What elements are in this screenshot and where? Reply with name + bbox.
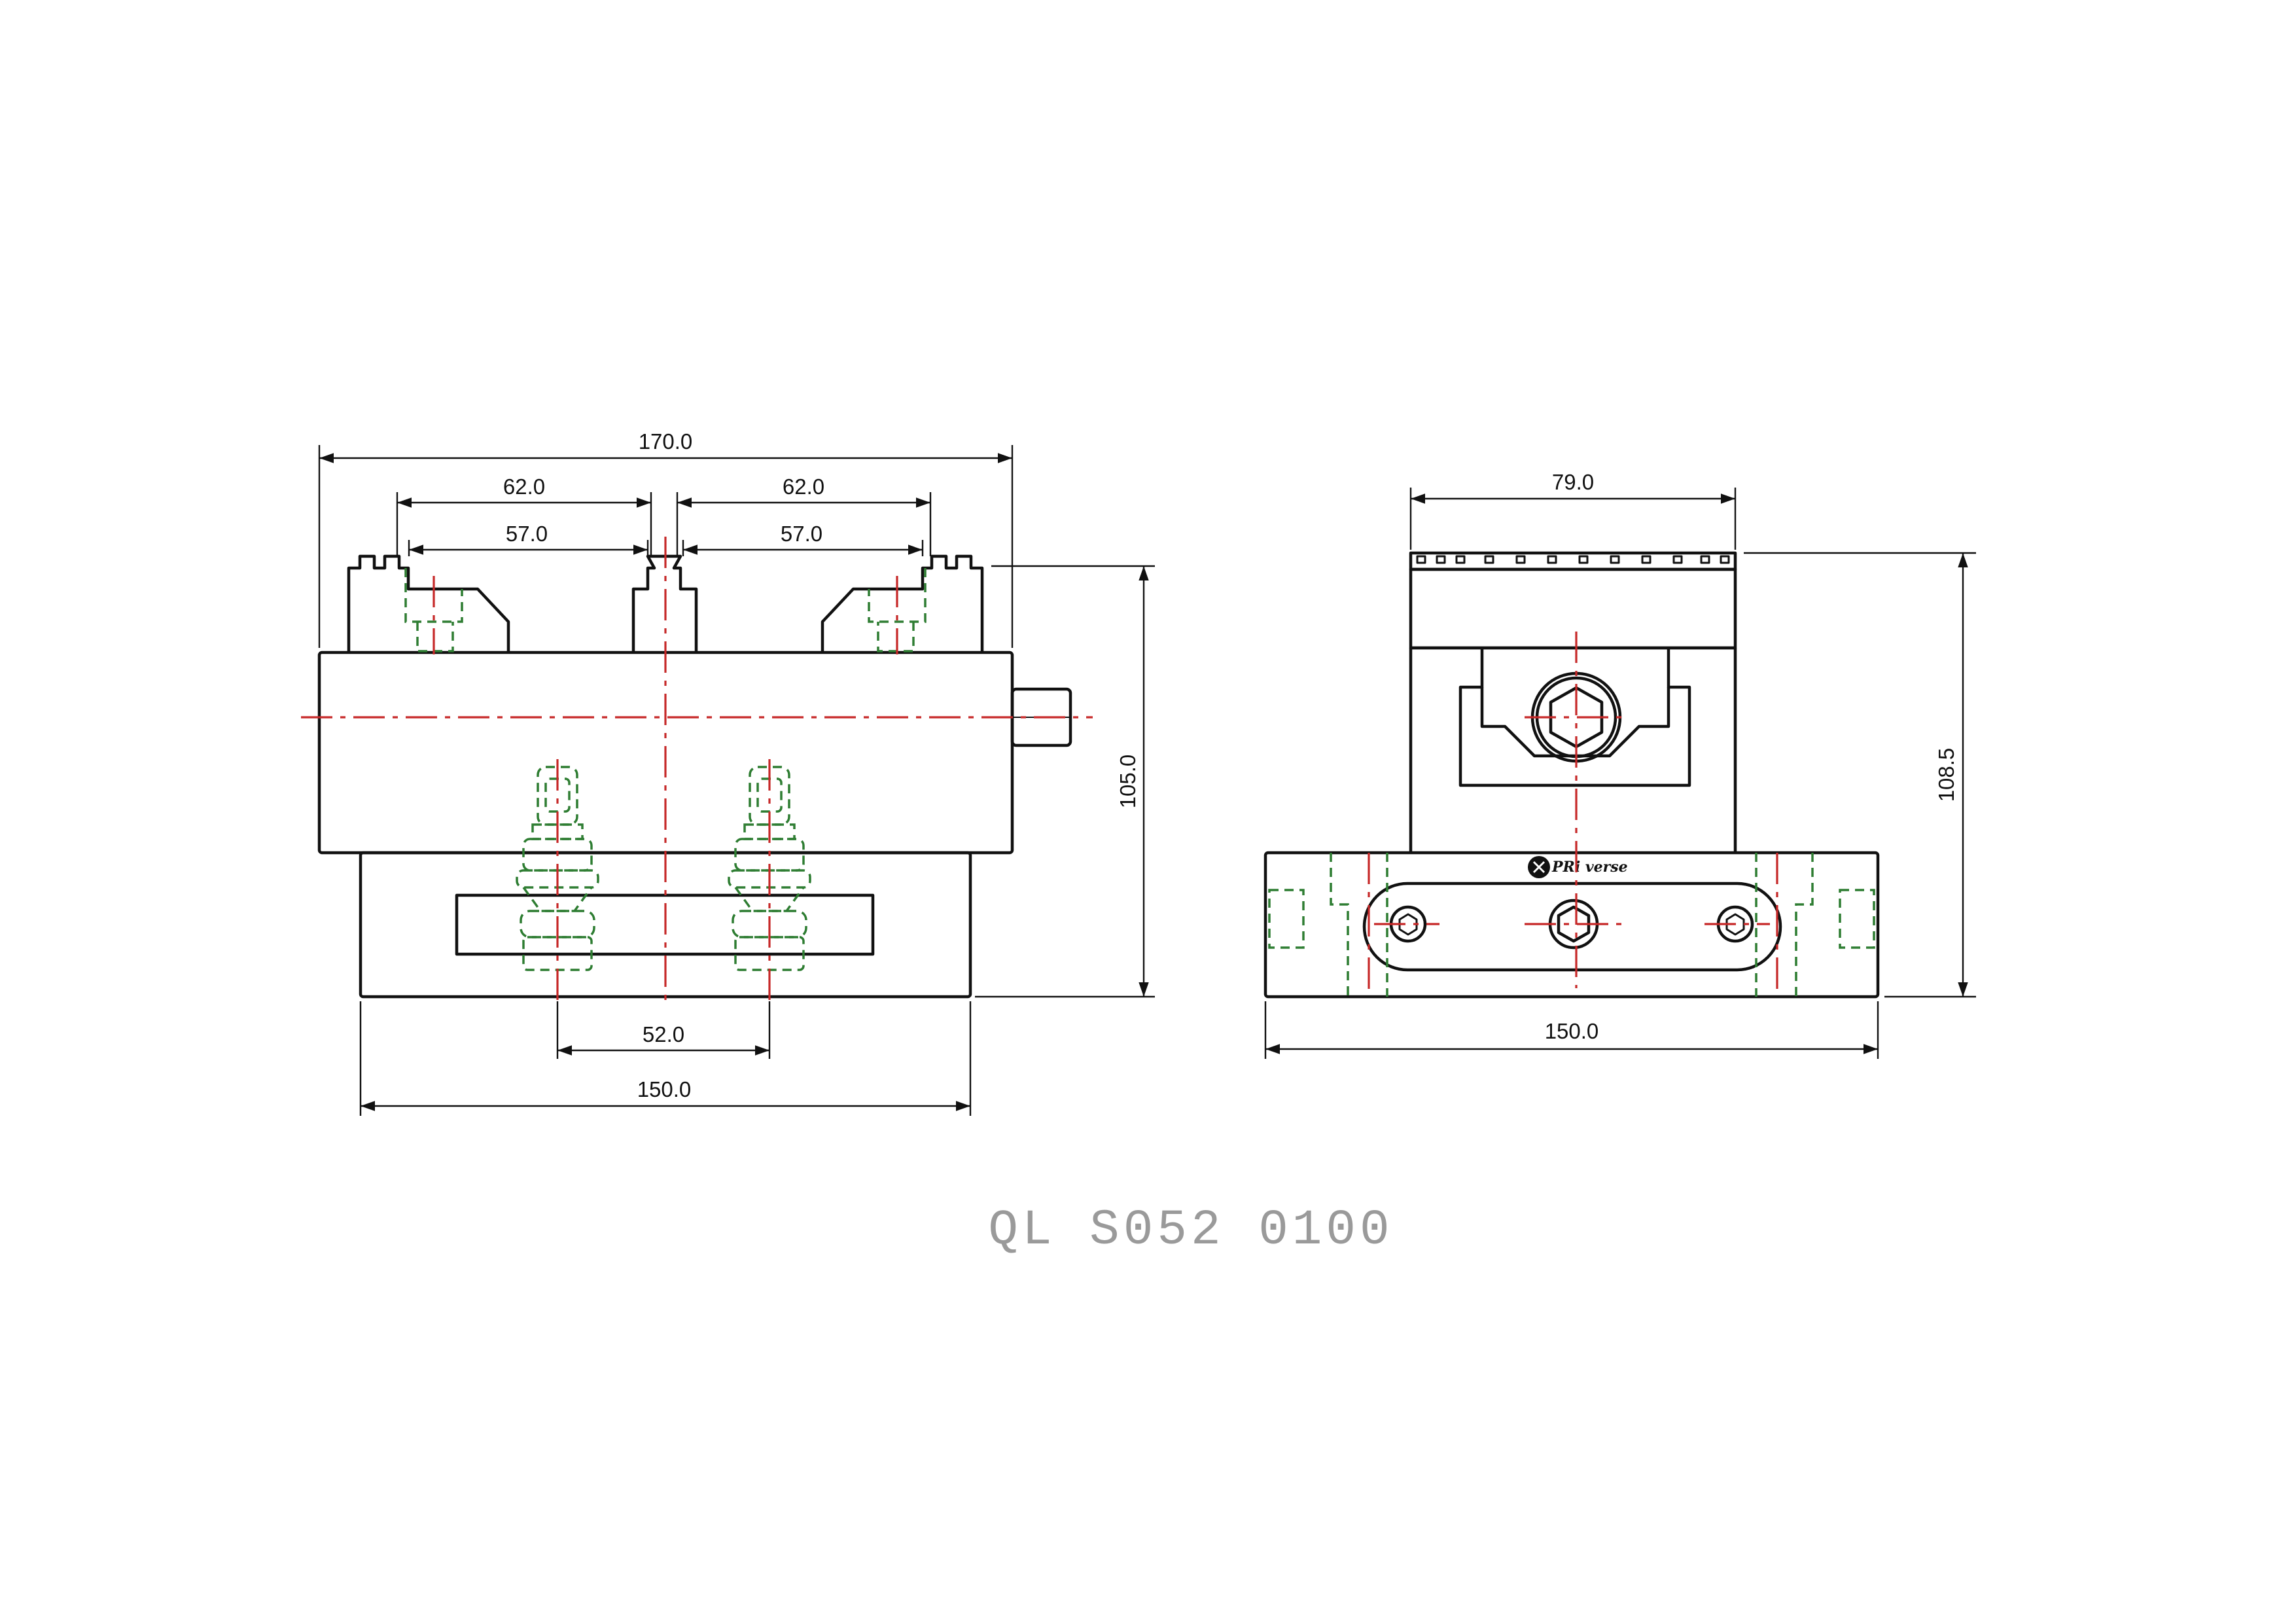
side-hidden-lines bbox=[1268, 853, 1875, 997]
front-dimensions: 170.0 62.0 62.0 57.0 57.0 105.0 bbox=[318, 429, 1155, 1116]
serration-teeth bbox=[1416, 555, 1730, 564]
drawing-number: QL S052 0100 bbox=[988, 1202, 1393, 1258]
dim-side-height: 108.5 bbox=[1934, 748, 1958, 802]
dim-left-inner: 57.0 bbox=[506, 522, 548, 546]
dim-overall-width: 170.0 bbox=[639, 429, 693, 454]
dim-side-body-width: 79.0 bbox=[1552, 470, 1594, 494]
side-dimensions: 79.0 108.5 150.0 bbox=[1264, 470, 1976, 1059]
front-center-lines bbox=[301, 537, 1093, 1001]
dim-left-pitch: 62.0 bbox=[503, 474, 545, 499]
front-view: 170.0 62.0 62.0 57.0 57.0 105.0 bbox=[301, 429, 1155, 1116]
side-view: PRi verse 79.0 bbox=[1263, 470, 1976, 1059]
dim-front-height: 105.0 bbox=[1116, 755, 1140, 809]
side-center-lines bbox=[1368, 632, 1778, 997]
side-outline: PRi verse bbox=[1263, 551, 1880, 999]
dim-front-base-width: 150.0 bbox=[637, 1077, 692, 1101]
dim-right-pitch: 62.0 bbox=[783, 474, 824, 499]
brand-name: PRi verse bbox=[1551, 859, 1628, 876]
brand-logo: PRi verse bbox=[1528, 856, 1628, 878]
dim-right-inner: 57.0 bbox=[781, 522, 822, 546]
dim-pin-spacing: 52.0 bbox=[643, 1022, 684, 1046]
dim-side-base-width: 150.0 bbox=[1545, 1019, 1599, 1043]
